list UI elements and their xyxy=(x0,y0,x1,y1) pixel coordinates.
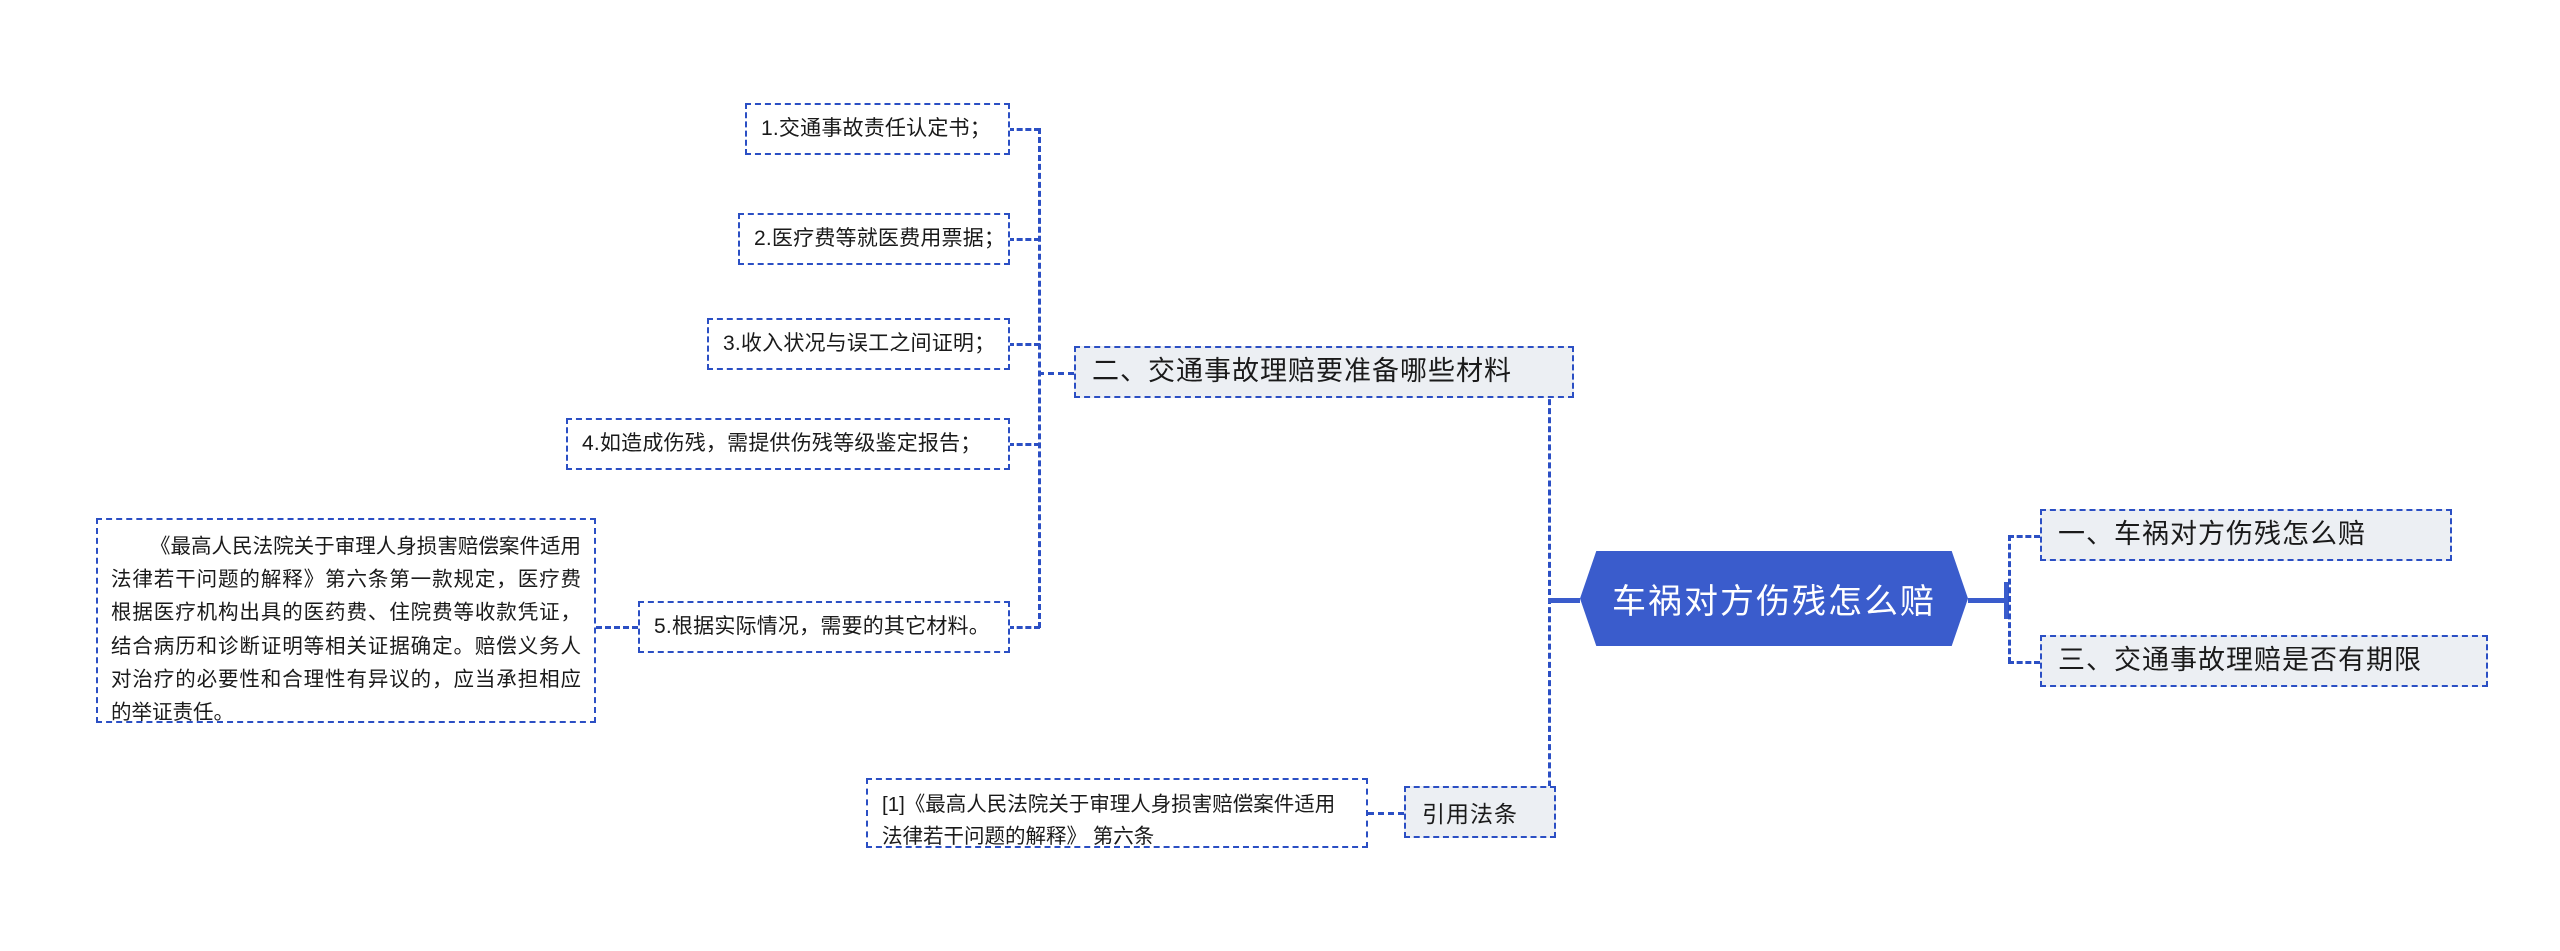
section-node-1[interactable]: 一、车祸对方伤残怎么赔 xyxy=(2040,509,2452,561)
material-item-1-label: 1.交通事故责任认定书； xyxy=(761,116,991,140)
connector-center-to-citation-trunk xyxy=(1548,598,1551,814)
material-item-1[interactable]: 1.交通事故责任认定书； xyxy=(745,103,1010,155)
connector-section2-to-center xyxy=(1548,372,1551,604)
connector-material-1 xyxy=(1008,128,1040,131)
material-item-2[interactable]: 2.医疗费等就医费用票据； xyxy=(738,213,1010,265)
law-note-text: 《最高人民法院关于审理人身损害赔偿案件适用法律若干问题的解释》第六条第一款规定，… xyxy=(111,535,581,725)
material-item-4-label: 4.如造成伤残，需提供伤残等级鉴定报告； xyxy=(582,431,982,455)
connector-center-right-tick xyxy=(2004,582,2009,619)
connector-material-5 xyxy=(1008,626,1040,629)
connector-note-to-material-5 xyxy=(596,626,638,629)
center-node[interactable]: 车祸对方伤残怎么赔 xyxy=(1580,551,1968,646)
connector-trunk-to-section2 xyxy=(1038,372,1074,375)
material-item-3-label: 3.收入状况与误工之间证明； xyxy=(723,331,996,355)
connector-center-right-stub xyxy=(1968,598,2008,603)
connector-material-3 xyxy=(1008,343,1040,346)
center-node-label: 车祸对方伤残怎么赔 xyxy=(1612,583,1936,621)
section-node-2-label: 二、交通事故理赔要准备哪些材料 xyxy=(1092,356,1512,387)
legal-basis-label: 引用法条 xyxy=(1422,801,1518,827)
material-item-2-label: 2.医疗费等就医费用票据； xyxy=(754,226,1006,250)
connector-citation-text-link xyxy=(1368,812,1404,815)
connector-materials-trunk xyxy=(1038,128,1041,628)
connector-right-trunk xyxy=(2008,535,2011,663)
citation-text: [1]《最高人民法院关于审理人身损害赔偿案件适用法律若干问题的解释》 第六条 xyxy=(882,793,1336,848)
law-note-block[interactable]: 《最高人民法院关于审理人身损害赔偿案件适用法律若干问题的解释》第六条第一款规定，… xyxy=(96,518,596,725)
material-item-4[interactable]: 4.如造成伤残，需提供伤残等级鉴定报告； xyxy=(566,418,1010,470)
legal-basis-node[interactable]: 引用法条 xyxy=(1404,786,1556,838)
section-node-1-label: 一、车祸对方伤残怎么赔 xyxy=(2058,519,2366,550)
material-item-5-label: 5.根据实际情况，需要的其它材料。 xyxy=(654,614,990,638)
section-node-3[interactable]: 三、交通事故理赔是否有期限 xyxy=(2040,635,2488,687)
connector-material-4 xyxy=(1008,443,1040,446)
connector-right-branch-2 xyxy=(2008,661,2040,664)
citation-block[interactable]: [1]《最高人民法院关于审理人身损害赔偿案件适用法律若干问题的解释》 第六条 xyxy=(866,778,1368,848)
section-node-3-label: 三、交通事故理赔是否有期限 xyxy=(2058,645,2422,676)
material-item-5[interactable]: 5.根据实际情况，需要的其它材料。 xyxy=(638,601,1010,653)
material-item-3[interactable]: 3.收入状况与误工之间证明； xyxy=(707,318,1010,370)
connector-right-branch-1 xyxy=(2008,535,2040,538)
connector-material-2 xyxy=(1008,238,1040,241)
connector-center-left-stub xyxy=(1548,598,1580,603)
section-node-2[interactable]: 二、交通事故理赔要准备哪些材料 xyxy=(1074,346,1574,398)
